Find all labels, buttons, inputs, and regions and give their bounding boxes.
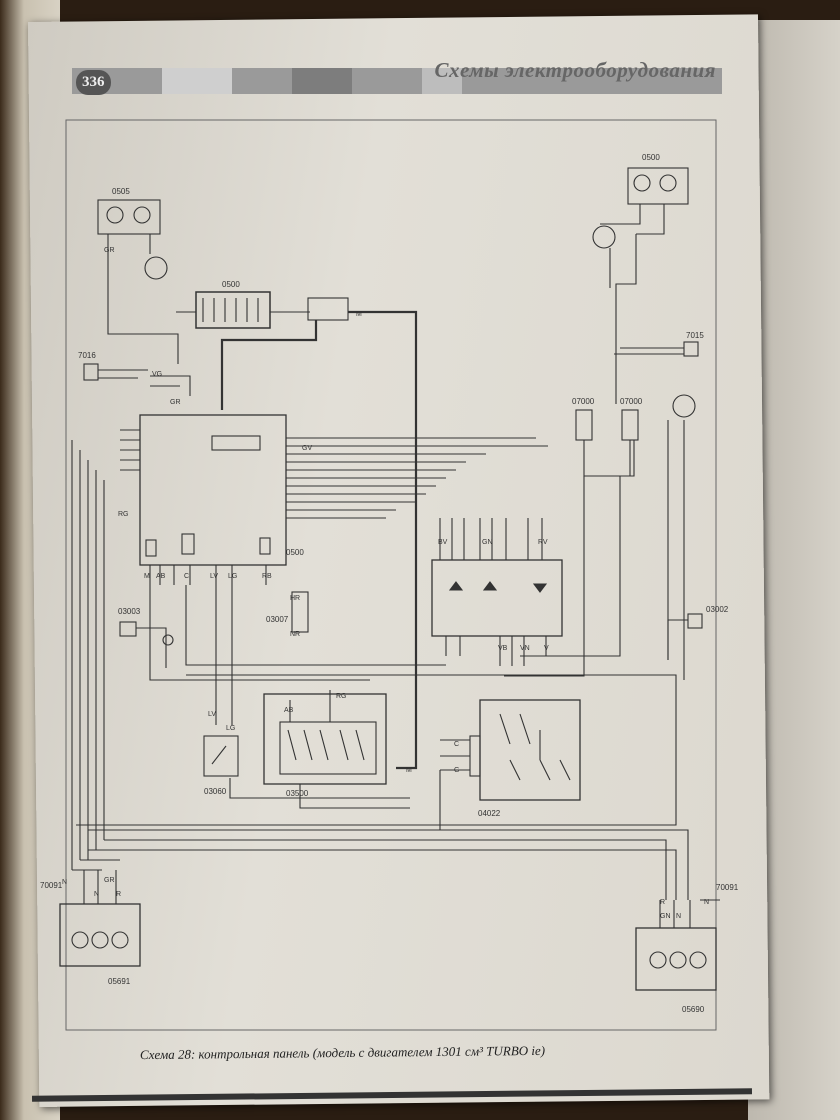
instrument-panel-board — [120, 414, 548, 725]
wire-label-vb: VB — [498, 645, 508, 652]
label-0505: 0505 — [112, 187, 130, 196]
label-70091-right: 70091 — [716, 883, 739, 892]
wire-label-v: V — [544, 645, 549, 652]
wire-label-hc: N — [94, 891, 99, 898]
label-0500-main: 0500 — [286, 548, 304, 557]
wire-label-bv: BV — [438, 539, 448, 546]
wire-label-c: C — [184, 573, 189, 580]
wire-label-rg-2: RG — [336, 693, 347, 700]
connector-03007 — [291, 591, 309, 633]
wire-label-c-2: C — [454, 741, 459, 748]
wire-label-ab-2: AB — [284, 707, 294, 714]
wire-label-n-1: N — [62, 879, 67, 886]
wire-label-vg: VG — [152, 371, 162, 378]
label-05691: 05691 — [108, 977, 131, 986]
wire-labels: GR GR VG RG M AB C LV LG RB LV LG AB RG … — [62, 247, 709, 920]
wire-label-lv-1: LV — [210, 573, 218, 580]
wire-label-g: G — [454, 767, 459, 774]
label-0500: 0500 — [222, 280, 240, 289]
wire-label-gr-1: GR — [104, 247, 115, 254]
right-harness — [504, 167, 703, 680]
header-band — [72, 68, 722, 94]
wire-label-nr: NR — [290, 631, 300, 638]
label-7016: 7016 — [78, 351, 96, 360]
wire-label-hr: HR — [290, 595, 300, 602]
lamp-0505 — [97, 199, 179, 364]
section-title: Схемы электрооборудования — [434, 58, 716, 82]
label-7015: 7015 — [686, 331, 704, 340]
wire-label-lg-1: LG — [228, 573, 237, 580]
wire-label-n-3: N — [704, 899, 709, 906]
wire-label-m-3: M — [356, 311, 362, 318]
label-07000-a: 07000 — [572, 397, 595, 406]
wire-label-r-1: R — [116, 891, 121, 898]
diagram-frame — [65, 119, 717, 1031]
wire-label-m-2: M — [406, 767, 412, 774]
label-03500: 03500 — [286, 789, 309, 798]
wire-label-lg-2: LG — [226, 725, 235, 732]
relay-03500 — [263, 690, 387, 785]
left-harness — [71, 440, 689, 900]
wire-label-vn: VN — [520, 645, 530, 652]
wire-label-gr-2: GR — [170, 399, 181, 406]
wire-label-rb: RB — [262, 573, 272, 580]
wire-label-gn-2: GN — [660, 913, 671, 920]
label-03007: 03007 — [266, 615, 289, 624]
wire-label-rv: RV — [538, 539, 548, 546]
wire-label-n-2: N — [676, 913, 681, 920]
label-04022: 04022 — [478, 809, 501, 818]
switch-03060 — [203, 735, 239, 777]
wire-label-lv-2: LV — [208, 711, 216, 718]
lamp-05690 — [635, 899, 720, 991]
wire-label-r-2: R — [660, 899, 665, 906]
label-05690: 05690 — [682, 1005, 705, 1014]
label-70091-left: 70091 — [40, 881, 63, 890]
label-03002: 03002 — [706, 605, 729, 614]
page-header: 336 Схемы электрооборудования — [42, 58, 722, 106]
wire-label-m: M — [144, 573, 150, 580]
wire-label-gr-3: GR — [104, 877, 115, 884]
label-03060: 03060 — [204, 787, 227, 796]
lower-harness — [76, 674, 677, 826]
wire-label-ab-1: AB — [156, 573, 166, 580]
connector-block-top — [176, 291, 418, 770]
wire-label-gv: GV — [302, 445, 312, 452]
wire-label-rg-1: RG — [118, 511, 129, 518]
wire-label-gn-1: GN — [482, 539, 493, 546]
connector-7016 — [83, 363, 191, 396]
label-0500-right: 0500 — [642, 153, 660, 162]
lamp-05691 — [59, 870, 141, 967]
label-07000-b: 07000 — [620, 397, 643, 406]
gauge-module — [431, 518, 563, 666]
page-number: 336 — [76, 70, 111, 95]
connecting-wires — [110, 770, 441, 831]
connector-03003 — [119, 621, 174, 668]
label-03003: 03003 — [118, 607, 141, 616]
relay-04022 — [440, 699, 581, 801]
